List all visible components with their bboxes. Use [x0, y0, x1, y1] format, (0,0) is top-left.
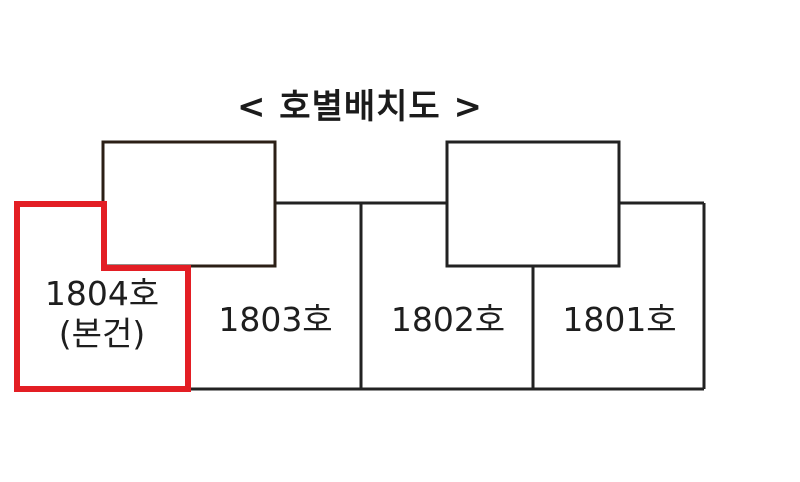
unit-1804-highlight-outline [14, 201, 191, 392]
unit-row-outline [188, 201, 706, 391]
unit-1801-label[interactable]: 1801호 [562, 300, 677, 339]
unit-1804-label[interactable]: 1804호 (본건) [22, 274, 182, 354]
unit-1804-number: 1804호 [44, 274, 160, 313]
upper-left-core-box [101, 140, 277, 268]
unit-1804-subject-tag: (본건) [58, 314, 146, 353]
unit-1802-label[interactable]: 1802호 [390, 300, 506, 339]
diagram-title: < 호별배치도 > [236, 86, 484, 127]
upper-right-core-box [445, 140, 621, 268]
unit-1803-label[interactable]: 1803호 [218, 300, 333, 339]
